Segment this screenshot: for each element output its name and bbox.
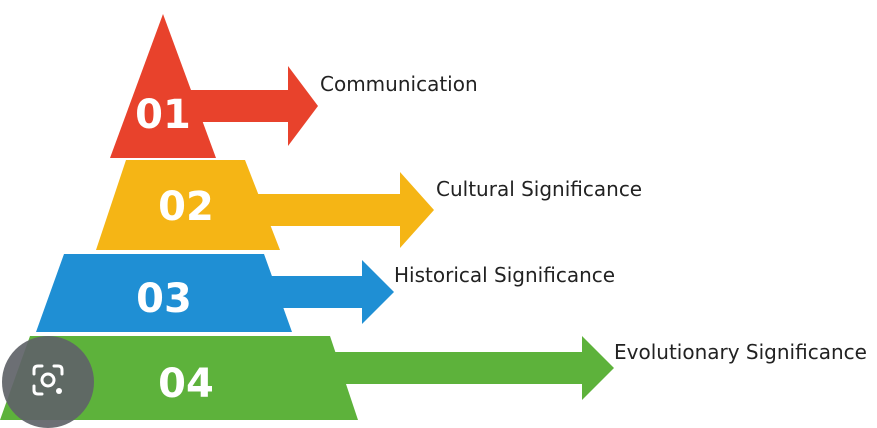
level-2-number: 02	[158, 184, 214, 230]
level-2-label: Cultural Significance	[436, 177, 642, 201]
lens-search-icon	[31, 363, 65, 401]
level-2-shape	[96, 160, 280, 250]
level-3-label: Historical Significance	[394, 263, 615, 287]
level-4-label: Evolutionary Significance	[614, 340, 867, 364]
level-1-label: Communication	[320, 72, 478, 96]
lens-search-button[interactable]	[2, 336, 94, 428]
level-4-arrow	[330, 336, 614, 400]
level-1-number: 01	[135, 92, 191, 138]
level-4-number: 04	[158, 361, 214, 407]
level-2: 02 Cultural Significance	[96, 160, 642, 250]
level-1: 01 Communication	[110, 14, 478, 158]
level-3-number: 03	[136, 276, 192, 322]
level-3: 03 Historical Significance	[36, 254, 615, 332]
level-2-arrow	[245, 172, 434, 248]
level-1-arrow	[183, 66, 318, 146]
level-3-shape	[36, 254, 292, 332]
level-4: 04 Evolutionary Significance	[0, 336, 867, 420]
level-3-arrow	[264, 260, 394, 324]
